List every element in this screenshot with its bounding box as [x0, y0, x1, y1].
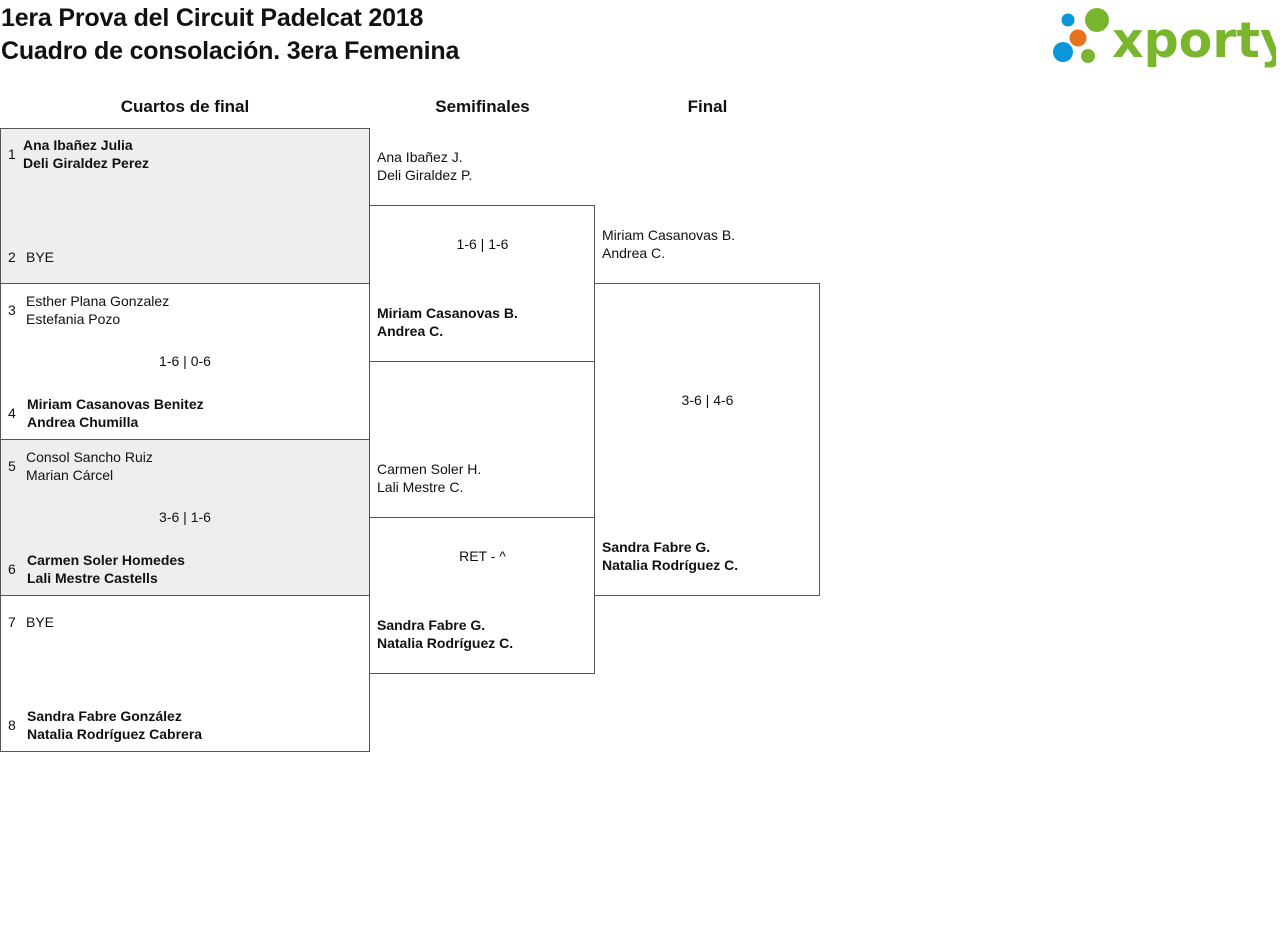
seed-number: 4	[8, 405, 16, 421]
player-name: BYE	[26, 249, 55, 265]
player-name: Natalia Rodríguez Cabrera	[27, 726, 203, 742]
player-name: Deli Giraldez Perez	[23, 155, 150, 171]
player-name: Lali Mestre Castells	[27, 570, 158, 586]
player-name: Ana Ibañez J.	[377, 149, 463, 165]
player-name: Carmen Soler Homedes	[27, 552, 185, 568]
match-score: 3-6 | 4-6	[681, 392, 734, 408]
seed-number: 7	[8, 614, 16, 630]
player-name: Consol Sancho Ruiz	[26, 449, 153, 465]
round-header-quarterfinals: Cuartos de final	[120, 97, 250, 116]
seed-number: 1	[8, 146, 16, 162]
seed-number: 2	[8, 249, 16, 265]
player-name: Miriam Casanovas Benitez	[27, 396, 204, 412]
qf-match-1	[0, 128, 370, 284]
seed-number: 3	[8, 302, 16, 318]
final-match	[594, 283, 820, 596]
player-name: Natalia Rodríguez C.	[377, 635, 514, 651]
page-title: 1era Prova del Circuit Padelcat 2018	[1, 4, 424, 32]
player-name: Ana Ibañez Julia	[23, 137, 133, 153]
player-name: Estefania Pozo	[26, 311, 121, 327]
round-header-semifinals: Semifinales	[435, 97, 530, 116]
player-name: Andrea C.	[377, 323, 444, 339]
player-name: Miriam Casanovas B.	[377, 305, 518, 321]
xporty-logo[interactable]: xporty	[1050, 4, 1280, 69]
player-name: Marian Cárcel	[26, 467, 114, 483]
qf-match-3	[0, 439, 370, 596]
player-name: Sandra Fabre G.	[602, 539, 711, 555]
player-name: Deli Giraldez P.	[377, 167, 473, 183]
seed-number: 6	[8, 561, 16, 577]
match-score: 1-6 | 0-6	[159, 353, 211, 369]
player-name: Sandra Fabre G.	[377, 617, 486, 633]
player-name: Miriam Casanovas B.	[602, 227, 736, 243]
player-name: Sandra Fabre González	[27, 708, 182, 724]
match-score: 1-6 | 1-6	[456, 236, 509, 252]
seed-number: 5	[8, 458, 16, 474]
player-name: Andrea Chumilla	[27, 414, 139, 430]
xporty-logo-graphic: xporty	[1053, 8, 1280, 69]
logo-wordmark: xporty	[1112, 12, 1276, 68]
match-score: 3-6 | 1-6	[159, 509, 211, 525]
seed-number: 8	[8, 717, 16, 733]
player-name: Andrea C.	[602, 245, 666, 261]
player-name: Carmen Soler H.	[377, 461, 482, 477]
player-name: Lali Mestre C.	[377, 479, 464, 495]
page-subtitle: Cuadro de consolación. 3era Femenina	[1, 37, 460, 65]
player-name: BYE	[26, 614, 55, 630]
round-header-final: Final	[687, 97, 728, 116]
player-name: Natalia Rodríguez C.	[602, 557, 739, 573]
match-score: RET - ^	[459, 548, 506, 564]
player-name: Esther Plana Gonzalez	[26, 293, 170, 309]
